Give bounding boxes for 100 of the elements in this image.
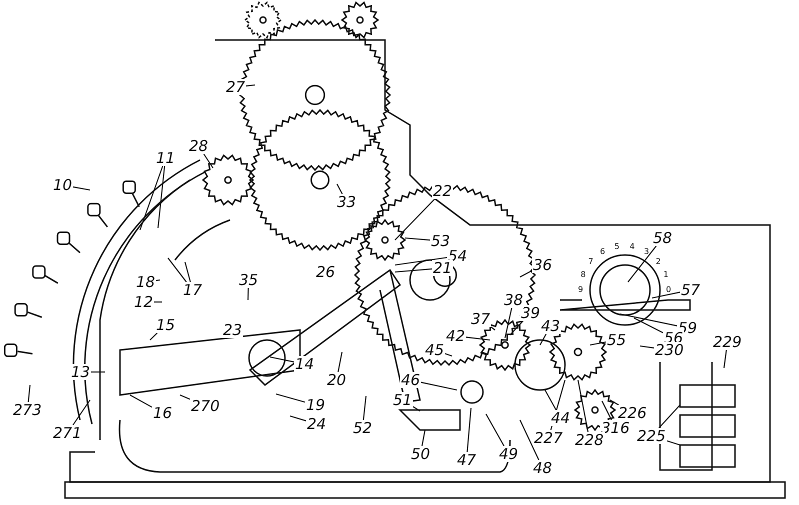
callout-number: 13 bbox=[70, 364, 92, 380]
dial-digit: 3 bbox=[644, 246, 650, 256]
callout-number: 35 bbox=[238, 272, 260, 288]
callout-number: 16 bbox=[152, 405, 174, 421]
callout-number: 58 bbox=[652, 230, 674, 246]
leader-line bbox=[290, 415, 306, 422]
leader-line bbox=[338, 352, 343, 372]
dial-digit: 8 bbox=[580, 270, 586, 279]
leader-line bbox=[444, 353, 452, 357]
callout-number: 273 bbox=[12, 402, 43, 418]
callout-number: 12 bbox=[133, 294, 154, 310]
callout-number: 17 bbox=[182, 282, 204, 298]
dial-digit: 5 bbox=[614, 242, 620, 251]
leader-line bbox=[421, 430, 426, 446]
callout-number: 47 bbox=[456, 452, 478, 468]
callout-number: 42 bbox=[445, 328, 466, 344]
leader-line bbox=[510, 320, 524, 336]
callout-number: 21 bbox=[432, 260, 454, 276]
leader-line bbox=[420, 382, 458, 391]
leader-line bbox=[72, 186, 90, 191]
callout-number: 45 bbox=[424, 342, 446, 358]
callout-number: 18 bbox=[135, 274, 156, 290]
leader-line bbox=[394, 268, 432, 273]
callout-number: 15 bbox=[155, 317, 176, 333]
callout-number: 36 bbox=[532, 257, 554, 273]
leader-line bbox=[723, 350, 727, 368]
leader-line bbox=[666, 440, 680, 446]
callout-number: 22 bbox=[432, 183, 454, 199]
leader-line bbox=[577, 380, 589, 432]
callout-number: 55 bbox=[606, 332, 628, 348]
callout-number: 225 bbox=[636, 428, 667, 444]
leader-line bbox=[276, 393, 306, 403]
leader-line bbox=[490, 326, 496, 330]
dial-digit: 7 bbox=[588, 256, 594, 266]
callout-number: 19 bbox=[305, 397, 326, 413]
callout-number: 48 bbox=[532, 460, 554, 476]
dial-digit: 2 bbox=[656, 256, 661, 266]
leader-line bbox=[504, 308, 512, 338]
callout-number: 44 bbox=[550, 410, 572, 426]
callout-number: 230 bbox=[654, 342, 685, 358]
callout-number: 53 bbox=[430, 233, 452, 249]
leader-line bbox=[602, 400, 612, 420]
leader-line bbox=[658, 404, 680, 428]
callout-number: 38 bbox=[503, 292, 524, 308]
leader-line bbox=[180, 394, 190, 400]
callout-number: 39 bbox=[520, 305, 542, 321]
leader-line bbox=[28, 384, 31, 402]
dial-digit: 4 bbox=[630, 242, 635, 251]
callout-number: 10 bbox=[52, 177, 74, 193]
leader-line bbox=[520, 270, 532, 278]
callout-number: 20 bbox=[326, 372, 348, 388]
leader-line bbox=[466, 408, 472, 452]
leader-line bbox=[544, 390, 557, 410]
leader-line bbox=[486, 414, 504, 446]
leader-line bbox=[91, 371, 105, 373]
dial-digit: 9 bbox=[578, 285, 584, 294]
callout-number: 28 bbox=[188, 138, 210, 154]
callout-number: 270 bbox=[190, 398, 221, 414]
callout-number: 37 bbox=[470, 311, 492, 327]
leader-line bbox=[640, 345, 654, 348]
leader-line bbox=[246, 84, 256, 86]
leader-line bbox=[394, 198, 436, 240]
callout-number: 51 bbox=[392, 392, 414, 408]
callout-number: 228 bbox=[574, 432, 605, 448]
leader-line bbox=[610, 400, 619, 406]
leader-line bbox=[139, 166, 164, 230]
callout-number: 49 bbox=[498, 446, 520, 462]
leader-line bbox=[130, 394, 152, 408]
callout-number: 33 bbox=[336, 194, 358, 210]
callout-number: 24 bbox=[306, 416, 328, 432]
leader-line bbox=[154, 301, 162, 303]
callout-number: 227 bbox=[533, 430, 564, 446]
leader-line bbox=[520, 420, 540, 460]
leader-line bbox=[157, 166, 166, 228]
leader-line bbox=[203, 154, 214, 168]
dial-digit: 1 bbox=[663, 270, 668, 279]
callout-number: 226 bbox=[617, 405, 648, 421]
callout-number: 50 bbox=[410, 446, 432, 462]
callout-number: 26 bbox=[315, 264, 336, 280]
leader-line bbox=[404, 237, 430, 241]
leader-line bbox=[156, 279, 160, 282]
leader-line bbox=[652, 292, 680, 299]
callout-number: 46 bbox=[400, 372, 422, 388]
callout-number: 23 bbox=[222, 322, 244, 338]
leader-line bbox=[590, 341, 606, 346]
leader-line bbox=[412, 406, 420, 412]
leader-line bbox=[540, 334, 547, 346]
dial-digit: 6 bbox=[600, 246, 606, 256]
dial-digit: 0 bbox=[666, 285, 672, 294]
callout-number: 43 bbox=[540, 318, 562, 334]
leader-line bbox=[247, 288, 249, 300]
leader-line bbox=[634, 318, 664, 334]
leader-line bbox=[362, 396, 367, 420]
callout-number: 52 bbox=[352, 420, 374, 436]
leader-line bbox=[628, 246, 657, 282]
leader-line bbox=[184, 262, 191, 282]
leader-line bbox=[466, 336, 490, 341]
callout-number: 229 bbox=[712, 334, 743, 350]
leader-line bbox=[270, 356, 294, 362]
leader-line bbox=[150, 332, 158, 340]
